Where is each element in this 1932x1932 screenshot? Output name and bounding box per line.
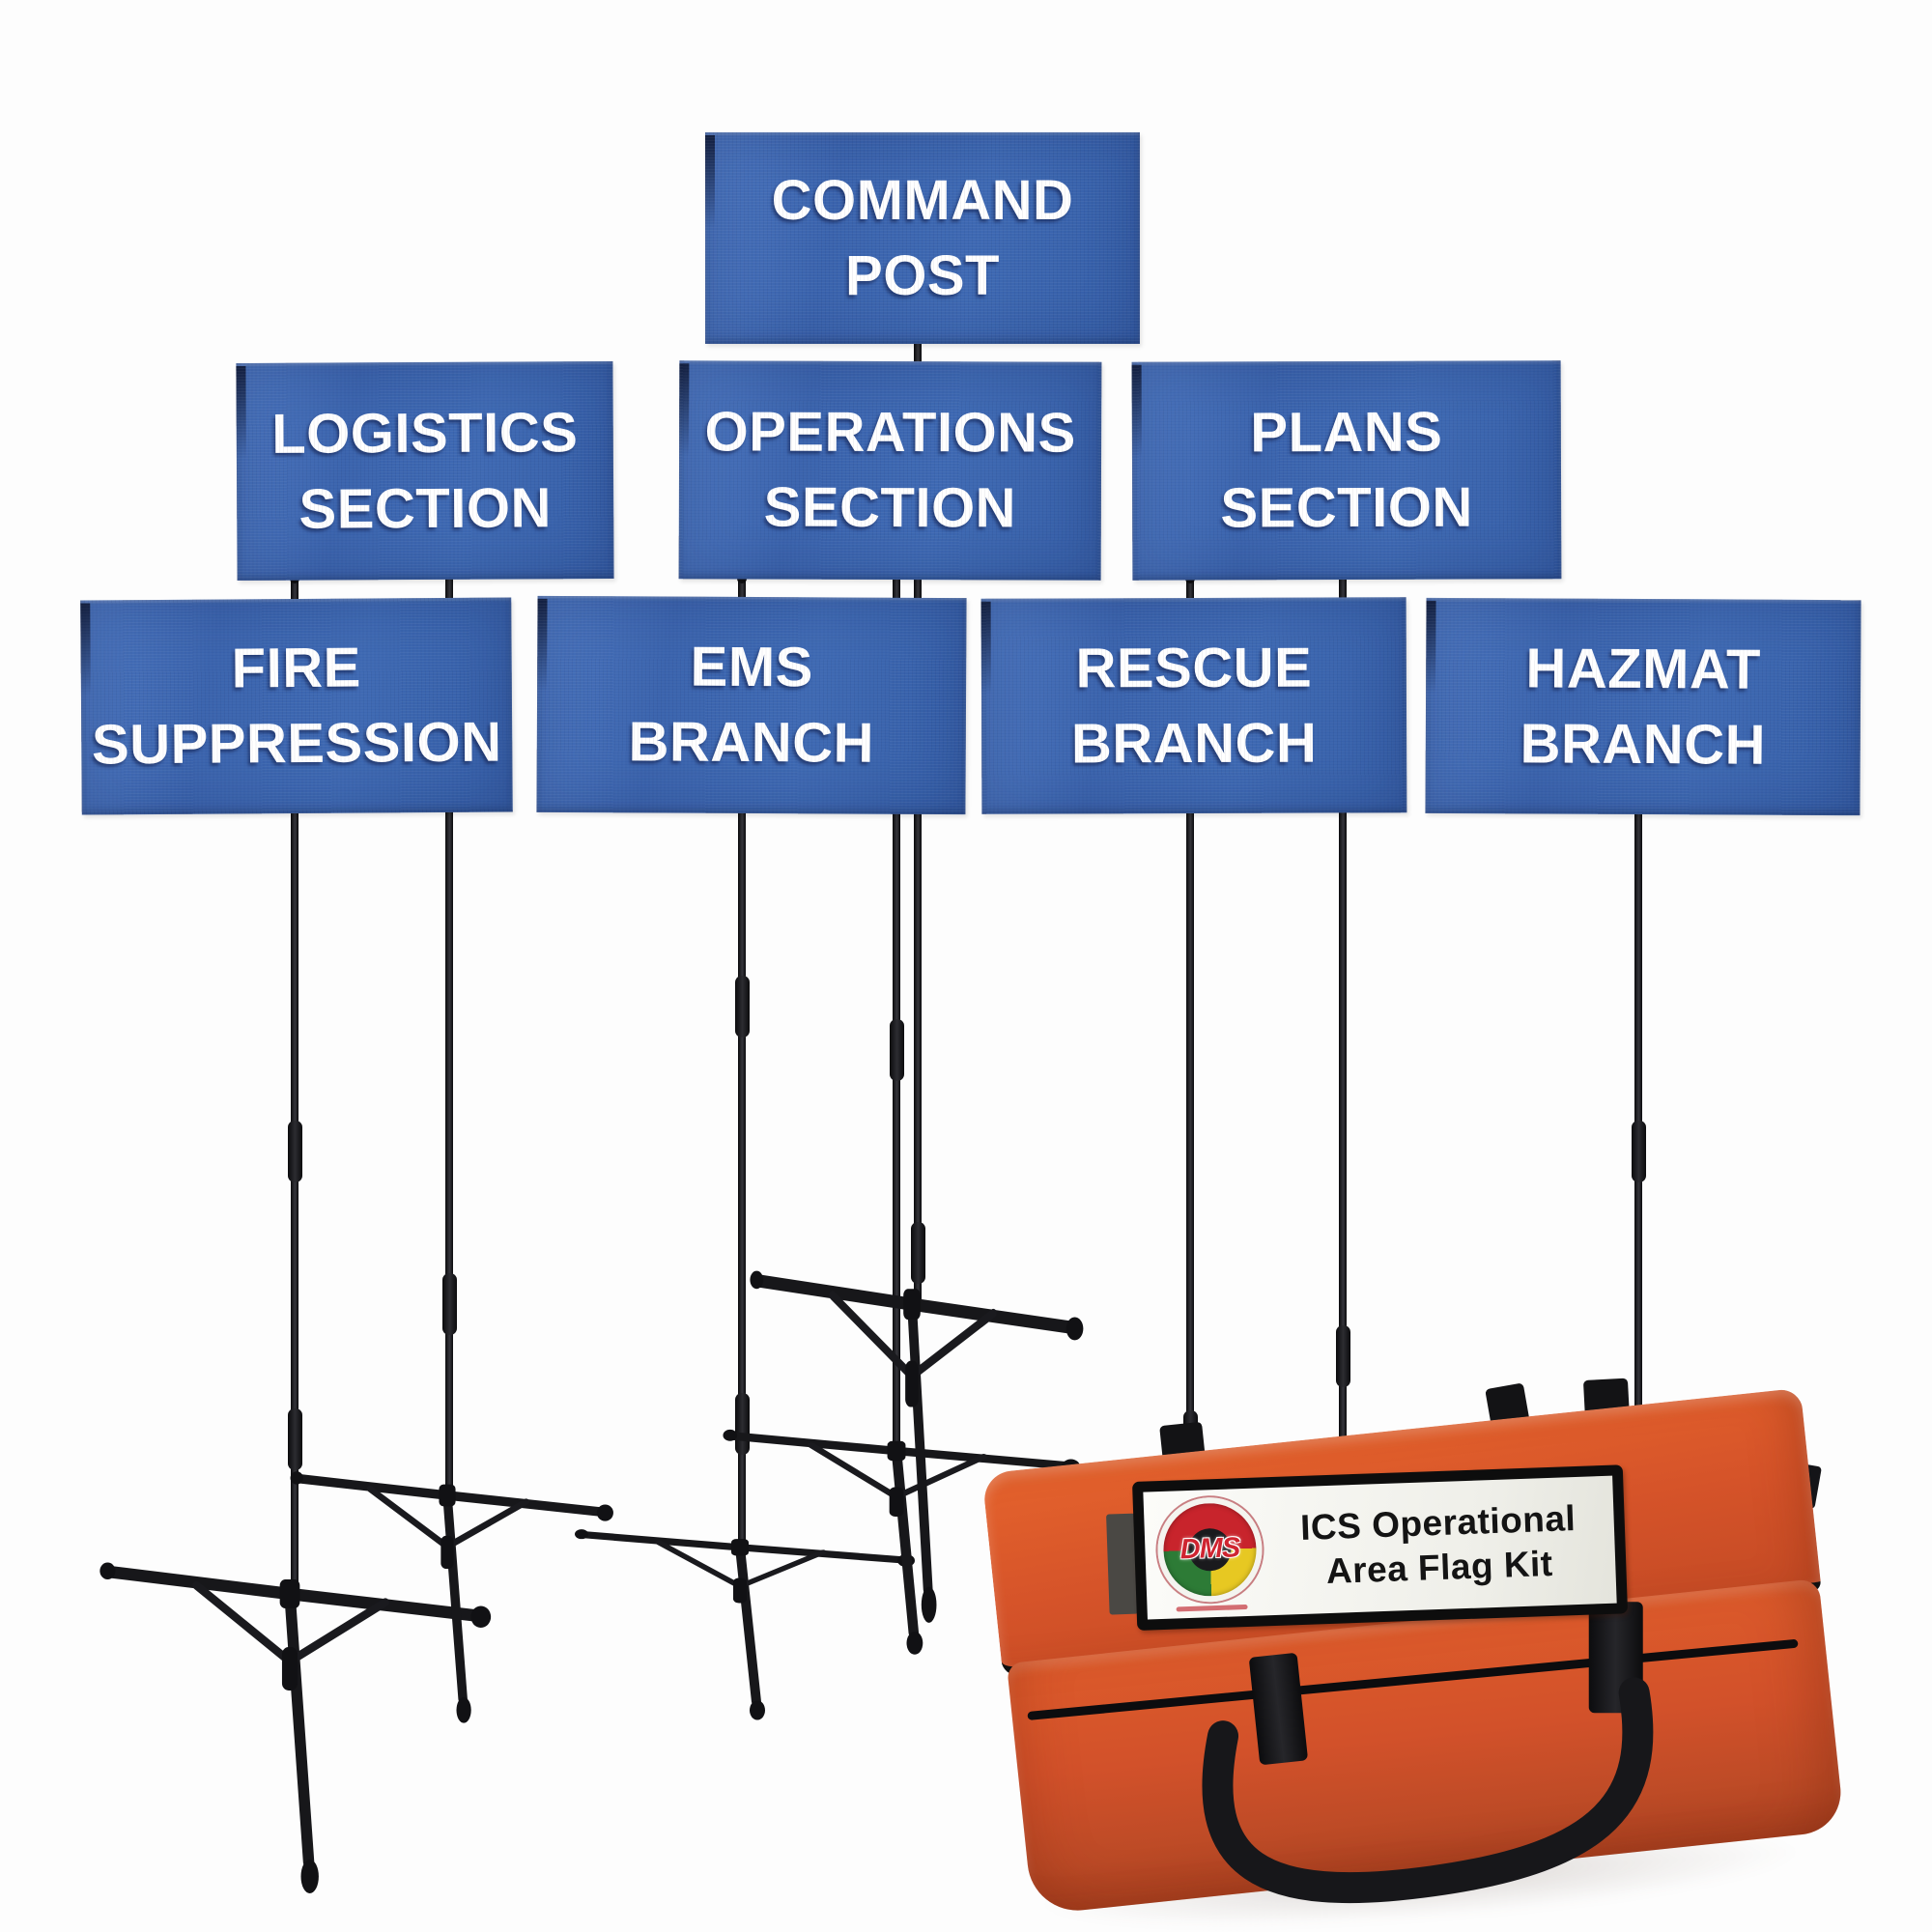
flag-label-line: OPERATIONS [704,400,1076,465]
flag-rescue-branch: RESCUE BRANCH [980,597,1407,814]
flag-label-line: HAZMAT [1525,636,1762,701]
tripod-base [575,1529,915,1720]
flag-plans-section: PLANS SECTION [1131,360,1562,581]
bag-label: DMS ICS Operational Area Flag Kit [1143,1475,1617,1620]
pole-collar [1631,1121,1646,1182]
flag-label-line: COMMAND [771,168,1074,232]
flag-label-line: RESCUE [1075,636,1313,699]
flag-fire-suppression: FIRE SUPPRESSION [80,597,513,815]
pole-collar [889,1019,904,1081]
flag-operations-section: OPERATIONS SECTION [678,360,1102,581]
flag-label-line: POST [845,243,1000,307]
dms-logo: DMS [1155,1494,1265,1612]
bag-label-text: ICS Operational Area Flag Kit [1273,1495,1605,1596]
flag-label-line: LOGISTICS [271,400,579,466]
bag-label-window: DMS ICS Operational Area Flag Kit [1131,1464,1629,1631]
dms-logo-text: DMS [1179,1532,1240,1566]
flag-logistics-section: LOGISTICS SECTION [236,360,614,582]
pole-collar [910,1222,925,1284]
bag-handle-strap [1202,1677,1654,1904]
flag-label-line: SUPPRESSION [91,710,502,777]
dms-logo-icon: DMS [1155,1494,1264,1604]
bag-zipper [1027,1638,1799,1720]
flag-hazmat-branch: HAZMAT BRANCH [1425,597,1861,816]
flag-label-line: BRANCH [628,710,875,775]
flag-label-line: SECTION [763,475,1017,540]
flag-label-line: FIRE [231,636,362,700]
tripod-base [99,1562,492,1893]
tripod-base [723,1429,1081,1655]
dms-logo-tagline [1176,1604,1248,1612]
flag-label-line: PLANS [1250,400,1443,465]
pole-collar [734,976,750,1037]
flag-command-post: COMMAND POST [705,132,1140,344]
flag-label-line: SECTION [1220,475,1473,540]
flag-label-line: BRANCH [1070,711,1318,775]
flag-ems-branch: EMS BRANCH [536,595,967,815]
pole-collar [441,1273,457,1335]
flag-label-line: BRANCH [1520,711,1767,777]
flag-label-line: SECTION [298,475,553,541]
flag-label-line: EMS [690,635,813,699]
tripod-base [750,1270,1084,1623]
pole-collar [287,1121,302,1182]
pole-collar [287,1408,302,1470]
carry-bag: DMS ICS Operational Area Flag Kit [981,1378,1846,1917]
pole-collar [1335,1325,1350,1387]
tripod-base [290,1471,613,1723]
